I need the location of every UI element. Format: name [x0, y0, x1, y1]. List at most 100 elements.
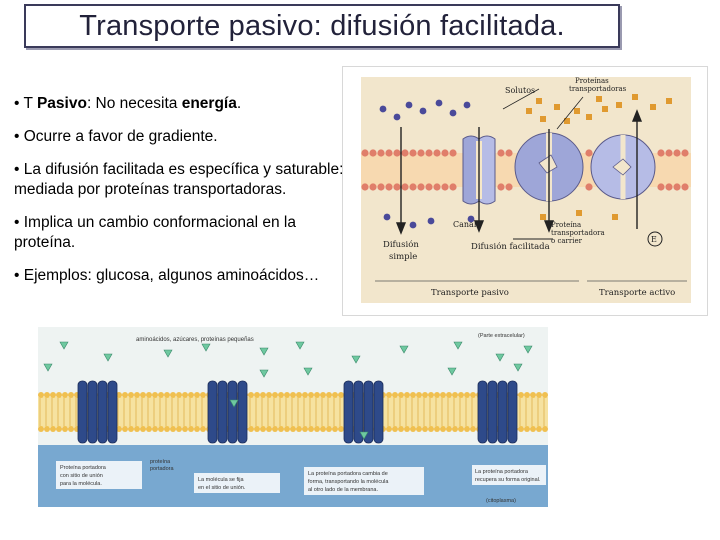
lipid-head: [673, 149, 680, 156]
label-proteinas: Proteínas: [575, 77, 609, 85]
lipid-head: [409, 183, 416, 190]
title-box: Transporte pasivo: difusión facilitada.: [24, 4, 620, 48]
solute-square: [536, 98, 542, 104]
lipid-head: [681, 149, 688, 156]
label-o-carrier: o carrier: [551, 237, 583, 245]
lipid-head: [497, 183, 504, 190]
label-transportadora: transportadora: [551, 229, 605, 237]
lipid-head: [585, 149, 592, 156]
lipid-head: [393, 183, 400, 190]
solute-dot: [384, 214, 391, 221]
solute-square: [526, 108, 532, 114]
solute-square: [666, 98, 672, 104]
lipid-head: [401, 149, 408, 156]
caption-3c: al otro lado de la membrana.: [308, 487, 378, 493]
lipid-head: [425, 183, 432, 190]
caption-1a: Proteína portadora: [60, 465, 107, 471]
solute-square: [540, 214, 546, 220]
label-difusion-facilitada: Difusión facilitada: [471, 241, 550, 252]
lipid-head: [393, 149, 400, 156]
solute-dot: [406, 102, 413, 109]
solute-square: [632, 94, 638, 100]
lipid-head: [369, 183, 376, 190]
label-canal: Canal: [453, 220, 477, 229]
solute-square: [554, 104, 560, 110]
lipid-head: [417, 183, 424, 190]
label-energia: E: [651, 235, 657, 244]
lipid-head: [441, 183, 448, 190]
label-transporte-pasivo: Transporte pasivo: [431, 288, 509, 298]
label-transporte-activo: Transporte activo: [599, 288, 675, 298]
lipid-head: [369, 149, 376, 156]
lipid-head: [377, 149, 384, 156]
solute-square: [576, 210, 582, 216]
solute-dot: [420, 108, 427, 115]
solute-square: [616, 102, 622, 108]
solute-square: [650, 104, 656, 110]
lipid-head: [361, 149, 368, 156]
lipid-head: [409, 149, 416, 156]
bullet-ejemplos: • Ejemplos: glucosa, algunos aminoácidos…: [14, 266, 354, 286]
lipid-head: [505, 183, 512, 190]
lipid-head: [385, 149, 392, 156]
bullet-bold-energia: energía: [182, 95, 237, 112]
lipid-head: [361, 183, 368, 190]
solute-dot: [380, 106, 387, 113]
lipid-head: [665, 149, 672, 156]
bullet-especifica: • La difusión facilitada es específica y…: [14, 160, 354, 200]
solute-square: [602, 106, 608, 112]
transport-diagram: Solutos Proteínas transportadoras Canal …: [343, 67, 707, 315]
bullet-text: : No necesita: [87, 95, 182, 112]
solute-dot: [464, 102, 471, 109]
slide-title: Transporte pasivo: difusión facilitada.: [79, 10, 564, 43]
solute-dot: [436, 100, 443, 107]
caption-1b: con sitio de unión: [60, 473, 103, 479]
lipid-head: [681, 183, 688, 190]
bullet-text: • T: [14, 95, 37, 112]
caption-4a: La proteína portadora: [475, 469, 529, 475]
solute-dot: [394, 114, 401, 121]
tag-aminoacidos: aminoácidos, azúcares, proteínas pequeña…: [136, 337, 254, 343]
lipid-head: [441, 149, 448, 156]
lipid-head: [673, 183, 680, 190]
lipid-head: [425, 149, 432, 156]
credit-citoplasma: (citoplasma): [486, 498, 516, 504]
caption-3a: La proteína portadora cambia de: [308, 471, 388, 477]
lipid-head: [505, 149, 512, 156]
bullet-bold-pasivo: Pasivo: [37, 95, 87, 112]
lipid-head: [657, 149, 664, 156]
bullet-list: • T Pasivo: No necesita energía. • Ocurr…: [14, 94, 354, 299]
carrier-steps-diagram: aminoácidos, azúcares, proteínas pequeña…: [38, 327, 548, 507]
label-simple: simple: [389, 252, 417, 262]
bullet-pasivo: • T Pasivo: No necesita energía.: [14, 94, 354, 114]
tag-extracelular: (Parte extracelular): [478, 333, 525, 339]
solute-square: [596, 96, 602, 102]
lipid-head: [585, 183, 592, 190]
label-difusion: Difusión: [383, 239, 419, 250]
lipid-head: [449, 183, 456, 190]
bullet-text: .: [237, 95, 241, 112]
label-solutos: Solutos: [505, 86, 535, 95]
lipid-head: [377, 183, 384, 190]
label-proteina: Proteína: [551, 221, 581, 229]
solute-dot: [410, 222, 417, 229]
lipid-head: [665, 183, 672, 190]
label-transportadoras: transportadoras: [569, 85, 627, 93]
transport-figure: Solutos Proteínas transportadoras Canal …: [342, 66, 708, 316]
caption-1e: portadora: [150, 466, 174, 472]
lipid-head: [433, 149, 440, 156]
caption-3b: forma, transportando la molécula: [308, 479, 389, 485]
lipid-head: [417, 149, 424, 156]
solute-square: [586, 114, 592, 120]
solute-dot: [450, 110, 457, 117]
caption-2b: en el sitio de unión.: [198, 485, 246, 491]
solute-dot: [428, 218, 435, 225]
active-pump-protein: [591, 135, 655, 199]
caption-2a: La molécula se fija: [198, 477, 244, 483]
carrier-steps-figure: aminoácidos, azúcares, proteínas pequeña…: [38, 327, 548, 507]
lipid-head: [449, 149, 456, 156]
solute-square: [540, 116, 546, 122]
caption-1c: para la molécula.: [60, 481, 102, 487]
lipid-head: [657, 183, 664, 190]
solute-square: [574, 108, 580, 114]
